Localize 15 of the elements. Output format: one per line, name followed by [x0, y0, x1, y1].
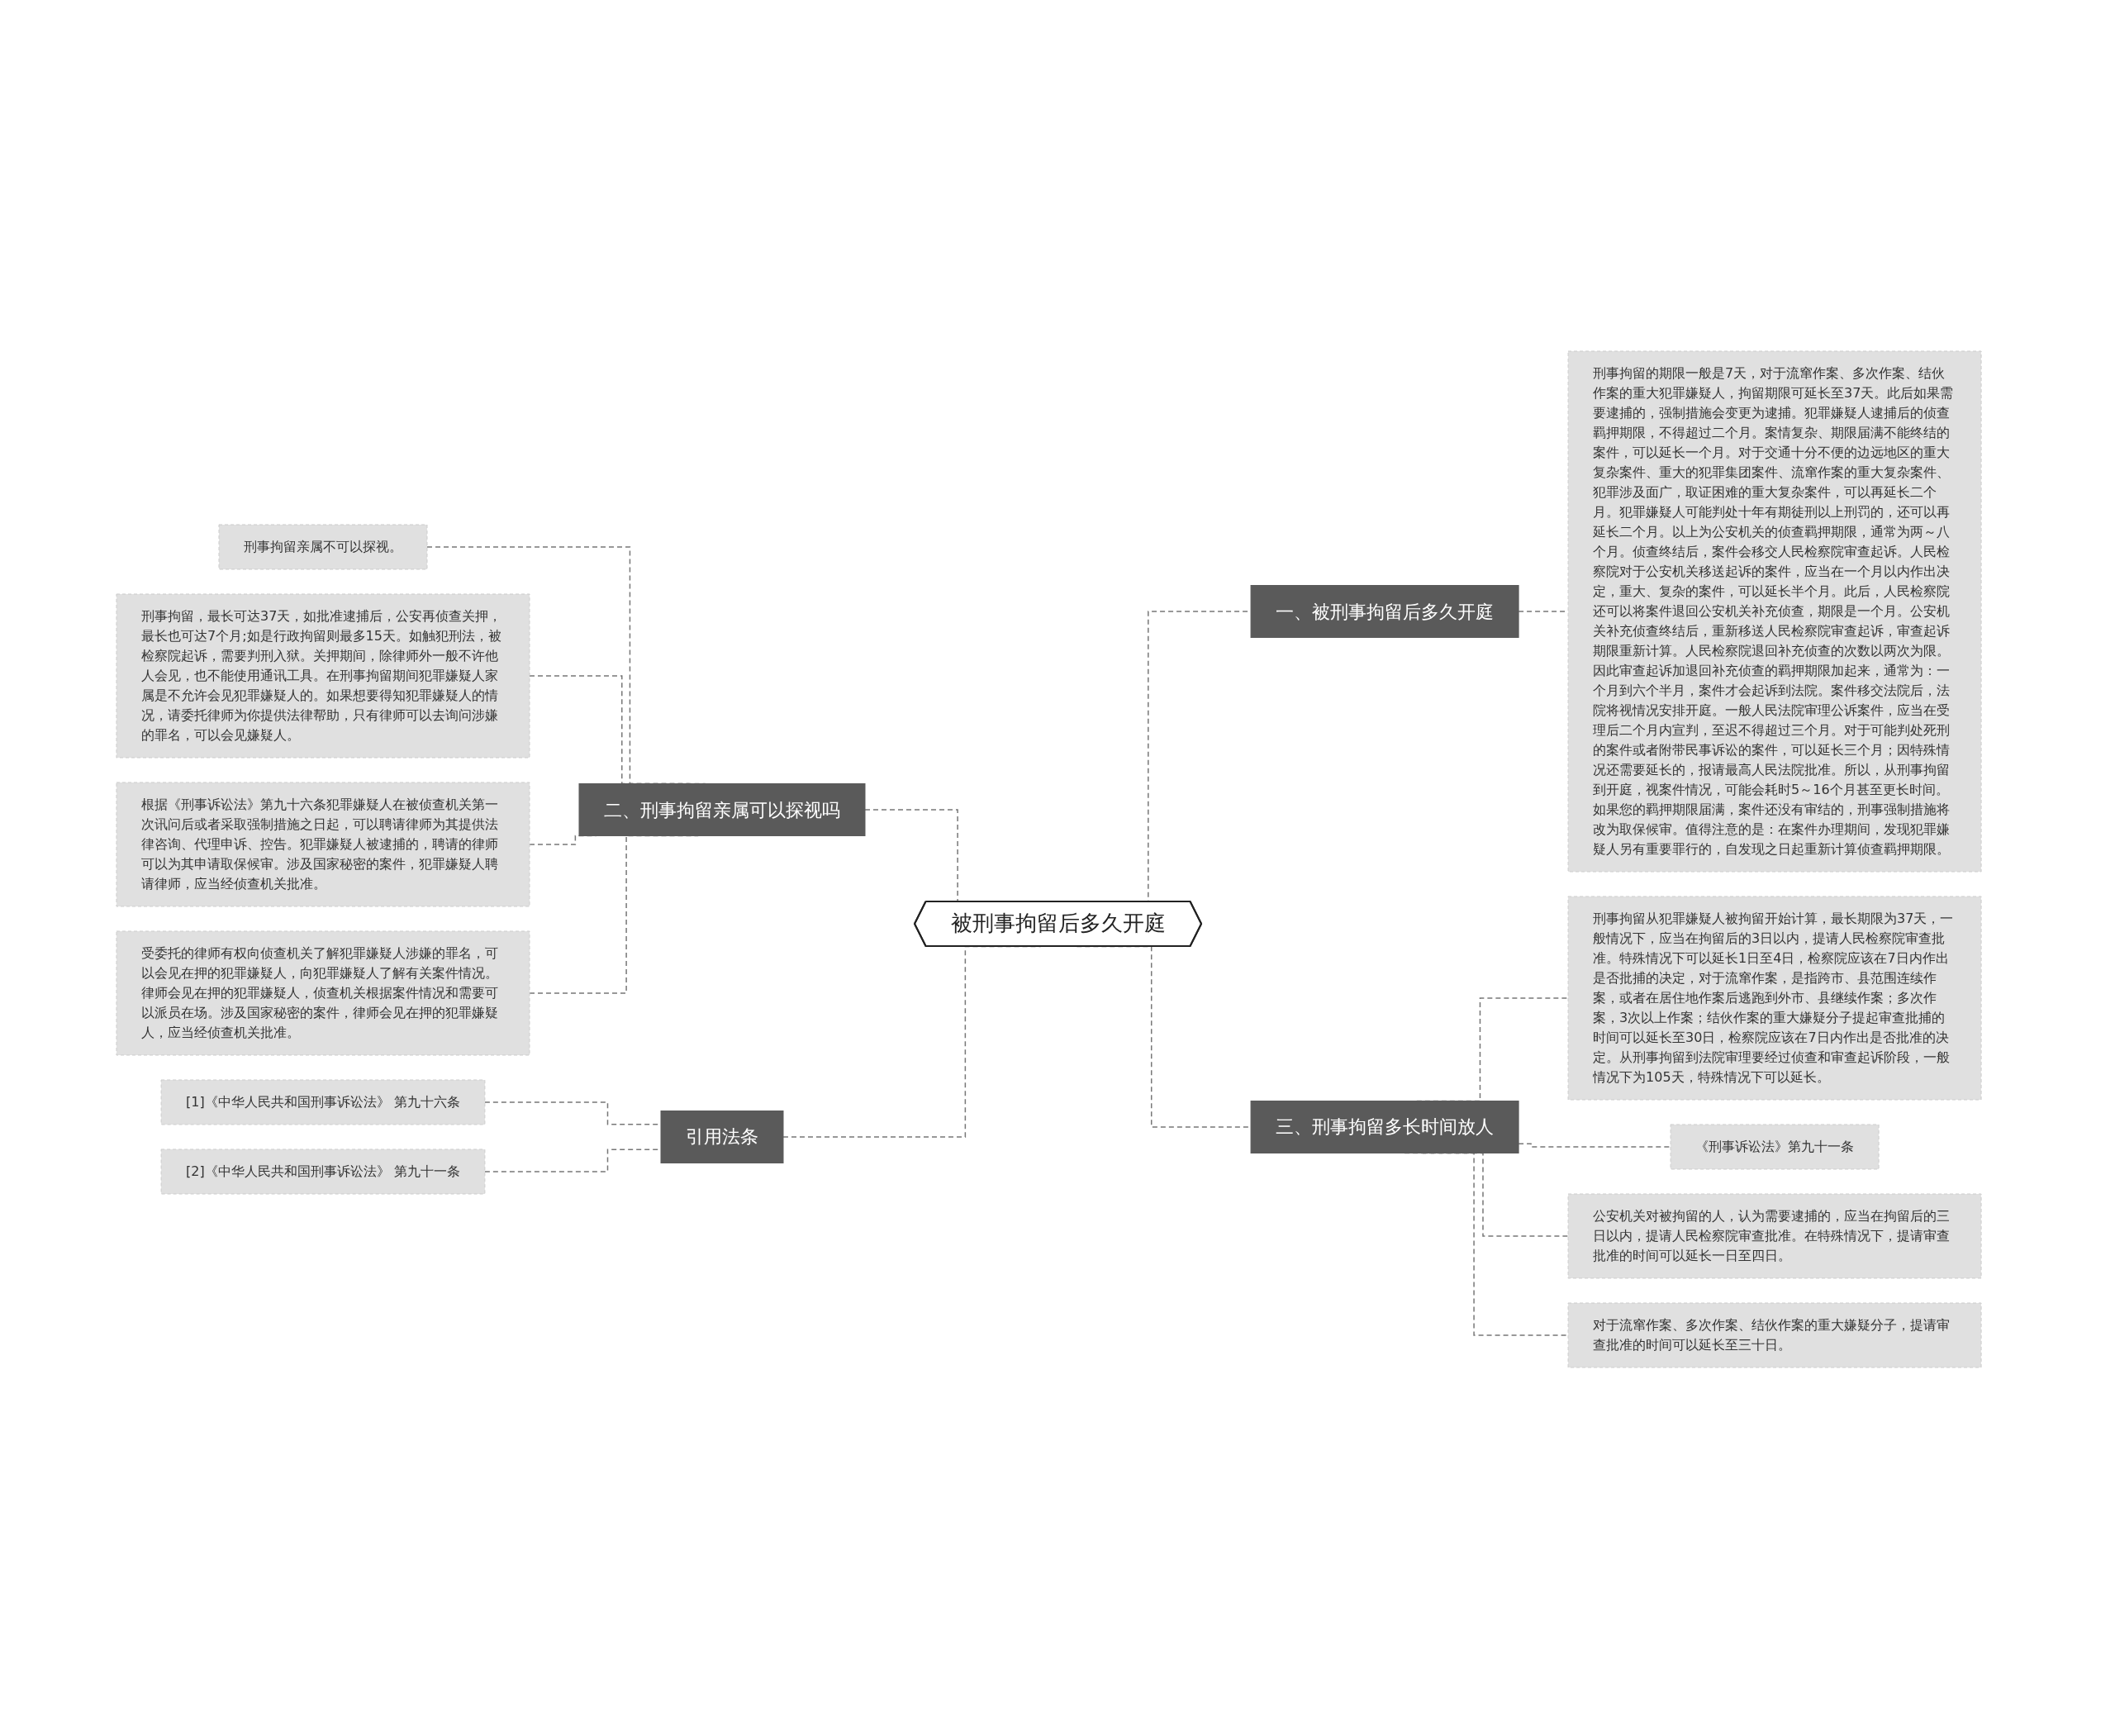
node-box: 刑事拘留，最长可达37天，如批准逮捕后，公安再侦查关押，最长也可达7个月;如是行政拘留则最多15天。如触犯刑法，被检察院起诉，需要判刑入狱。关押期间，除律师外一般不许他人会见，也不能使用通讯工具。在刑事拘留期间犯罪嫌疑人家属是不允许会见犯罪嫌疑人的。如果想要得知犯罪嫌疑人的情况，请委托律师为你提供法律帮助，只有律师可以去询问涉嫌的罪名，可以会见嫌疑人。: [116, 593, 530, 759]
node-box: 对于流窜作案、多次作案、结伙作案的重大嫌疑分子，提请审查批准的时间可以延长至三十日。: [1568, 1302, 1983, 1368]
node-box: [2]《中华人民共和国刑事诉讼法》 第九十一条: [161, 1149, 486, 1195]
node-box: 刑事拘留亲属不可以探视。: [218, 524, 428, 570]
node-box: 刑事拘留的期限一般是7天，对于流窜作案、多次作案、结伙作案的重大犯罪嫌疑人，拘留期限可延长至37天。此后如果需要逮捕的，强制措施会变更为逮捕。犯罪嫌疑人逮捕后的侦查羁押期限，不得超过二个月。案情复杂、期限届满不能终结的案件，可以延长一个月。对于交通十分不便的边远地区的重大复杂案件、重大的犯罪集团案件、流窜作案的重大复杂案件、犯罪涉及面广，取证困难的重大复杂案件，可以再延长二个月。犯罪嫌疑人可能判处十年有期徒刑以上刑罚的，还可以再延长二个月。以上为公安机关的侦查羁押期限，通常为两～八个月。侦查终结后，案件会移交人民检察院审查起诉。人民检察院对于公安机关移送起诉的案件，应当在一个月以内作出决定，重大、复杂的案件，可以延长半个月。此后，人民检察院还可以将案件退回公安机关补充侦查，期限是一个月。公安机关补充侦查终结后，重新移送人民检察院审查起诉，审查起诉期限重新计算。人民检察院退回补充侦查的次数以两次为限。因此审查起诉加退回补充侦查的羁押期限加起来，通常为：一个月到六个半月，案件才会起诉到法院。案件移交法院后，法院将视情况安排开庭。一般人民法院审理公诉案件，应当在受理后二个月内宣判，至迟不得超过三个月。对于可能判处死刑的案件或者附带民事诉讼的案件，可以延长三个月；因特殊情况还需要延长的，报请最高人民法院批准。所以，从刑事拘留到开庭，视案件情况，可能会耗时5～16个月甚至更长时间。如果您的羁押期限届满，案件还没有审结的，刑事强制措施将改为取保候审。值得注意的是：在案件办理期间，发现犯罪嫌疑人另有重要罪行的，自发现之日起重新计算侦查羁押期限。: [1568, 350, 1983, 873]
node-box: 引用法条: [660, 1111, 784, 1163]
node-box: [1]《中华人民共和国刑事诉讼法》 第九十六条: [161, 1079, 486, 1125]
node-box: 三、刑事拘留多长时间放人: [1251, 1101, 1520, 1153]
node-box: 公安机关对被拘留的人，认为需要逮捕的，应当在拘留后的三日以内，提请人民检察院审查批准。在特殊情况下，提请审查批准的时间可以延长一日至四日。: [1568, 1193, 1983, 1279]
node-box: 一、被刑事拘留后多久开庭: [1251, 585, 1520, 638]
node-box: 二、刑事拘留亲属可以探视吗: [578, 783, 866, 836]
node-box: 根据《刑事诉讼法》第九十六条犯罪嫌疑人在被侦查机关第一次讯问后或者采取强制措施之日起，可以聘请律师为其提供法律咨询、代理申诉、控告。犯罪嫌疑人被逮捕的，聘请的律师可以为其申请取保候审。涉及国家秘密的案件，犯罪嫌疑人聘请律师，应当经侦查机关批准。: [116, 782, 530, 907]
node-box: 刑事拘留从犯罪嫌疑人被拘留开始计算，最长期限为37天，一般情况下，应当在拘留后的3日以内，提请人民检察院审查批准。特殊情况下可以延长1日至4日，检察院应该在7日内作出是否批捕的决定，对于流窜作案，是指跨市、县范围连续作案，或者在居住地作案后逃跑到外市、县继续作案；多次作案，3次以上作案；结伙作案的重大嫌疑分子提起审查批捕的时间可以延长至30日，检察院应该在7日内作出是否批准的决定。从刑事拘留到法院审理要经过侦查和审查起诉阶段，一般情况下为105天，特殊情况下可以延长。: [1568, 896, 1983, 1101]
node-box: 《刑事诉讼法》第九十一条: [1671, 1124, 1880, 1170]
node-box: 受委托的律师有权向侦查机关了解犯罪嫌疑人涉嫌的罪名，可以会见在押的犯罪嫌疑人，向犯罪嫌疑人了解有关案件情况。律师会见在押的犯罪嫌疑人，侦查机关根据案件情况和需要可以派员在场。涉及国家秘密的案件，律师会见在押的犯罪嫌疑人，应当经侦查机关批准。: [116, 930, 530, 1056]
